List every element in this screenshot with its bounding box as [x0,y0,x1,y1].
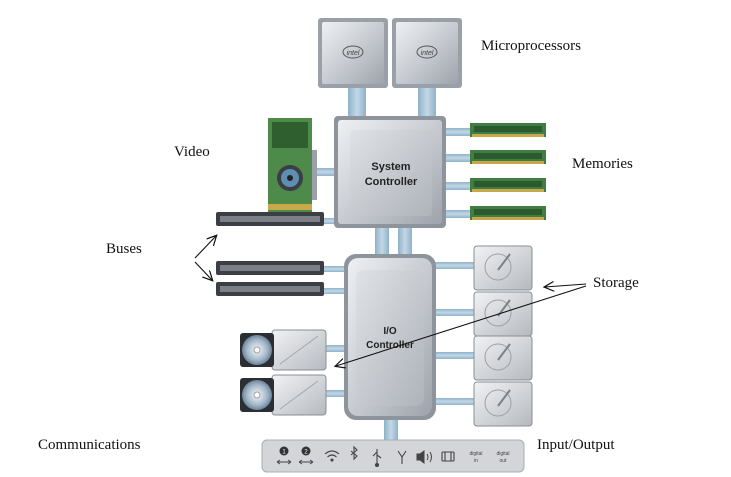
network-icon [397,450,407,464]
system-controller-label-1: System [371,161,410,173]
speaker-icon [416,450,432,464]
label-video: Video [174,144,210,160]
label-storage: Storage [593,275,639,291]
video-card [268,118,317,212]
label-buses: Buses [106,241,142,257]
storage-arrow [545,284,587,287]
label-microprocessors: Microprocessors [481,38,581,54]
hard-drive [473,245,533,291]
storage-drives [473,245,533,427]
label-input-output: Input/Output [537,437,615,453]
optical-drive [240,329,327,371]
hard-drive [473,335,533,381]
bus-slot [216,212,324,226]
port-number: 1 [282,450,286,456]
io-panel: 1 2 digita [261,439,525,473]
digital-out-label-1: digital [496,451,509,457]
storage-to-io-arrow [336,285,587,366]
bus-lines [316,86,476,442]
buses-arrow-upper [194,236,216,259]
firewire-icon [441,451,455,462]
cpu-logo-text: intel [347,50,360,57]
hard-drive [473,381,533,427]
memory-module [470,123,546,137]
port-number: 2 [304,450,308,456]
io-controller-label-2: Controller [366,340,414,351]
system-controller-label-2: Controller [365,176,418,188]
cpu-logo-text: intel [421,50,434,57]
memory-module [470,206,546,220]
label-communications: Communications [38,437,141,453]
microprocessor-1: intel [318,18,388,88]
bus-slot [216,282,324,296]
system-controller: System Controller [334,116,446,228]
serial-port-icon: 2 [298,446,314,465]
label-memories: Memories [572,156,633,172]
annotation-arrows [194,236,587,366]
microprocessor-2: intel [392,18,462,88]
optical-drive [240,374,327,416]
io-controller: I/O Controller [344,254,436,420]
digital-out-label-2: out [500,458,508,464]
memory-modules [470,123,546,220]
io-controller-label-1: I/O [383,326,397,337]
hard-drive [473,291,533,337]
usb-icon [372,449,382,468]
buses-arrow-lower [194,261,212,280]
bluetooth-icon [350,445,358,461]
digital-in-label-1: digital [469,451,482,457]
memory-module [470,150,546,164]
bus-slot [216,261,324,275]
memory-module [470,178,546,192]
digital-in-label-2: in [474,458,478,464]
serial-port-icon: 1 [276,446,292,465]
bus-slots [216,212,324,296]
optical-drives [240,329,327,416]
wifi-icon [324,450,340,462]
